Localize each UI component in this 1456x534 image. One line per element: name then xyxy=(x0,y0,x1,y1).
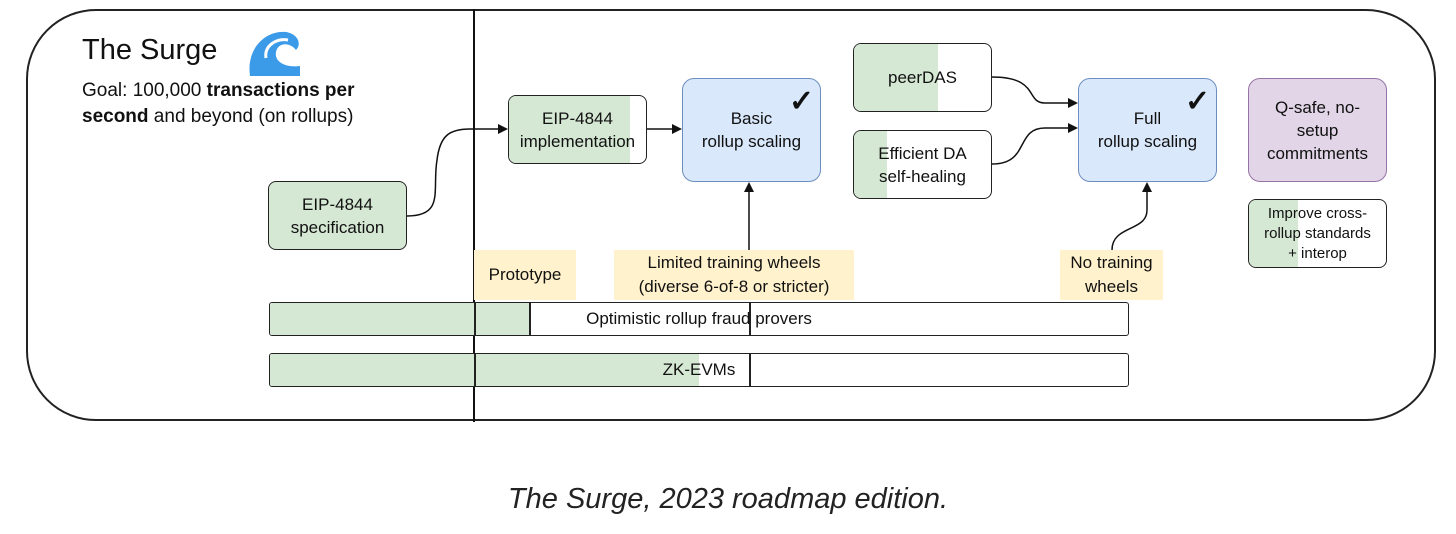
goal-bold: transactions per second xyxy=(82,80,355,127)
eip4844-spec-label: EIP-4844 specification xyxy=(290,194,385,237)
goal-text: Goal: 100,000 transactions per second an… xyxy=(82,78,402,130)
qsafe-box: Q-safe, no- setup commitments xyxy=(1248,78,1387,182)
crossrollup-box: Improve cross- rollup standards + intero… xyxy=(1248,199,1387,268)
figure-caption: The Surge, 2023 roadmap edition. xyxy=(507,483,949,515)
full-rollup-check-icon: ✓ xyxy=(1185,85,1211,118)
da-healing-box: Efficient DA self-healing xyxy=(853,130,992,199)
basic-rollup-check-icon: ✓ xyxy=(789,85,815,118)
full-rollup-box: Full rollup scaling xyxy=(1078,78,1217,182)
peerdas-label: peerDAS xyxy=(888,68,957,87)
zkevm-bar: ZK-EVMs xyxy=(269,353,1129,387)
peerdas-progress xyxy=(854,44,938,111)
zkevm-bar-fill xyxy=(270,354,699,386)
surge-frame xyxy=(26,9,1436,421)
crossrollup-progress xyxy=(1249,200,1299,267)
basic-rollup-box: Basic rollup scaling xyxy=(682,78,821,182)
goal-suffix: and beyond (on rollups) xyxy=(148,106,354,127)
optimistic-bar-tick xyxy=(474,303,476,335)
optimistic-bar-tick xyxy=(749,303,751,335)
qsafe-label: Q-safe, no- setup commitments xyxy=(1266,97,1369,163)
optimistic-bar-tick xyxy=(529,303,531,335)
optimistic-bar-label: Optimistic rollup fraud provers xyxy=(586,309,812,328)
peerdas-box: peerDAS xyxy=(853,43,992,112)
page-title: The Surge xyxy=(82,34,218,66)
eip4844-spec-box: EIP-4844 specification xyxy=(268,181,407,250)
eip4844-impl-label: EIP-4844 implementation xyxy=(519,108,636,151)
da-healing-label: Efficient DA self-healing xyxy=(878,143,967,186)
eip4844-impl-box: EIP-4844 implementation xyxy=(508,95,647,164)
optimistic-bar-fill xyxy=(270,303,530,335)
zkevm-bar-tick xyxy=(749,354,751,386)
zkevm-bar-label: ZK-EVMs xyxy=(662,360,736,379)
optimistic-bar: Optimistic rollup fraud provers xyxy=(269,302,1129,336)
zkevm-bar-tick xyxy=(474,354,476,386)
prototype-label: Prototype xyxy=(474,250,576,300)
no-training-label: No training wheels xyxy=(1060,250,1163,300)
full-rollup-label: Full rollup scaling xyxy=(1097,109,1198,151)
goal-prefix: Goal: 100,000 xyxy=(82,80,207,101)
eip4844-impl-progress xyxy=(509,96,630,163)
crossrollup-label: Improve cross- rollup standards + intero… xyxy=(1264,204,1371,262)
basic-rollup-label: Basic rollup scaling xyxy=(701,109,802,151)
wave-icon xyxy=(249,31,300,76)
da-healing-progress xyxy=(854,131,887,198)
limited-training-label: Limited training wheels (diverse 6-of-8 … xyxy=(614,250,854,300)
